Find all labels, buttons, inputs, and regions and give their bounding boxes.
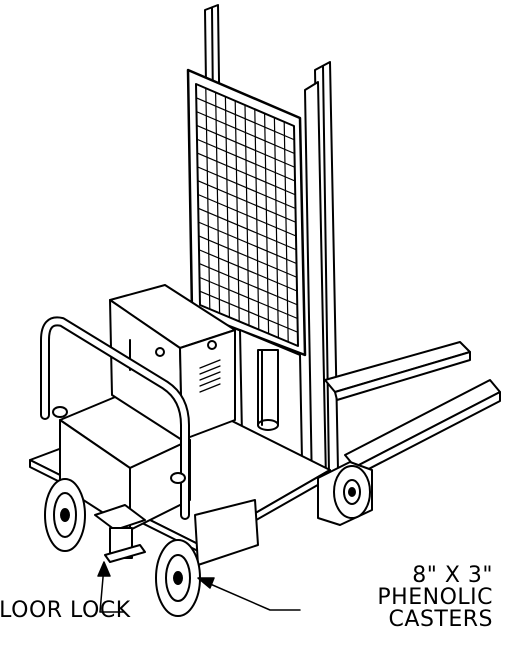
casters-material: PHENOLIC	[377, 585, 493, 610]
floor-lock-label: FLOOR LOCK	[0, 598, 131, 623]
leader-lines	[97, 561, 301, 613]
forks	[324, 341, 501, 476]
casters-size: 8" X 3"	[412, 563, 493, 588]
casters-label: 8" X 3" PHENOLIC CASTERS	[377, 565, 493, 631]
front-wheel-housing	[317, 461, 373, 526]
floor-lock	[94, 504, 146, 563]
rear-caster-right	[155, 539, 201, 617]
rear-caster-left	[44, 478, 86, 552]
casters-word: CASTERS	[388, 607, 493, 632]
mesh-guard	[186, 68, 307, 357]
push-handle	[40, 316, 190, 520]
